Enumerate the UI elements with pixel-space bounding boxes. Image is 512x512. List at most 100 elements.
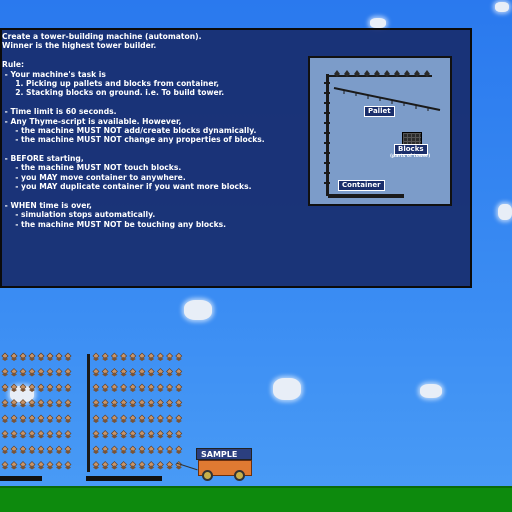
diagram-top-arm [328,75,432,77]
block-shadow [148,357,155,361]
block-shadow [120,357,127,361]
pole-tick [324,82,330,84]
block-shadow [157,465,164,470]
block-shadow [157,357,164,361]
cloud [184,300,212,320]
block-shadow [175,450,182,454]
pole-tick [324,122,330,124]
block-shadow [129,450,136,454]
ground [0,486,512,512]
block-shadow [11,403,17,408]
block-shadow [65,388,71,392]
block-shadow [2,465,8,470]
block-shadow [20,419,26,423]
block-shadow [175,388,182,392]
block-shadow [120,403,127,408]
block-shadow [2,372,8,377]
block-shadow [148,372,155,377]
block-shadow [166,372,173,377]
block-shadow [47,403,53,408]
rules-line: Winner is the highest tower builder. [2,41,157,51]
block-shadow [29,388,35,392]
container-rail [87,354,90,472]
block-shadow [139,357,145,361]
block-shadow [120,434,127,439]
pole-tick [324,112,330,114]
block-shadow [29,465,35,470]
block-shadow [56,419,62,423]
block-shadow [29,434,35,439]
block-shadow [111,372,118,377]
block-shadow [139,419,145,423]
block-shadow [20,434,26,439]
pole-tick [324,142,330,144]
block-shadow [166,434,173,439]
block-shadow [11,434,17,439]
sample-cart-wheel [234,470,245,481]
rules-line: - BEFORE starting, [2,154,84,164]
block-shadow [139,450,145,454]
rules-text: Create a tower-building machine (automat… [2,32,302,229]
rules-line [2,51,302,60]
block-shadow [29,357,35,361]
block-shadow [148,450,155,454]
machine-diagram: Pallet Blocks (parts of tower) Container [308,56,452,206]
diagram-top-blocks [334,70,430,77]
block-shadow [111,465,118,470]
block-shadow [129,465,136,470]
block-shadow [166,357,173,361]
block-grid-left [1,352,72,470]
block-shadow [47,419,53,423]
block-shadow [93,372,99,377]
block-shadow [139,388,145,392]
block-shadow [65,465,71,470]
rules-line: - Any Thyme-script is available. However… [2,116,182,126]
block-shadow [102,419,109,423]
block-shadow [175,419,182,423]
block-shadow [157,419,164,423]
block-shadow [38,357,44,361]
block-shadow [120,450,127,454]
blocks-sublabel: (parts of tower) [390,154,431,159]
block-shadow [111,419,118,423]
block-shadow [65,419,71,423]
block-shadow [56,403,62,408]
pole-tick [324,162,330,164]
rules-line: - WHEN time is over, [2,201,92,211]
block-shadow [2,434,8,439]
block-shadow [11,388,17,392]
sample-cart[interactable]: SAMPLE [196,448,254,482]
pole-tick [324,102,330,104]
rules-line [2,145,302,154]
block-shadow [102,388,109,392]
rules-line [2,192,302,201]
block-shadow [11,465,17,470]
block-shadow [11,357,17,361]
block-shadow [111,357,118,361]
block-shadow [29,450,35,454]
block-shadow [129,434,136,439]
block-shadow [148,434,155,439]
block-shadow [38,419,44,423]
block-shadow [129,372,136,377]
block-shadow [11,450,17,454]
block-shadow [2,450,8,454]
rules-line: - the machine MUST NOT be touching any b… [2,219,227,229]
block-shadow [20,372,26,377]
block-shadow [166,450,173,454]
block-shadow [65,403,71,408]
block-shadow [129,357,136,361]
pole-tick [324,92,330,94]
block-shadow [93,434,99,439]
block-shadow [111,388,118,392]
block-shadow [102,450,109,454]
rules-line: - you MAY move container to anywhere. [2,172,186,182]
pole-tick [324,172,330,174]
block-shadow [166,388,173,392]
block-shadow [148,403,155,408]
block-shadow [38,450,44,454]
cloud [498,204,512,220]
container-platform-right [86,476,162,481]
block-shadow [65,450,71,454]
